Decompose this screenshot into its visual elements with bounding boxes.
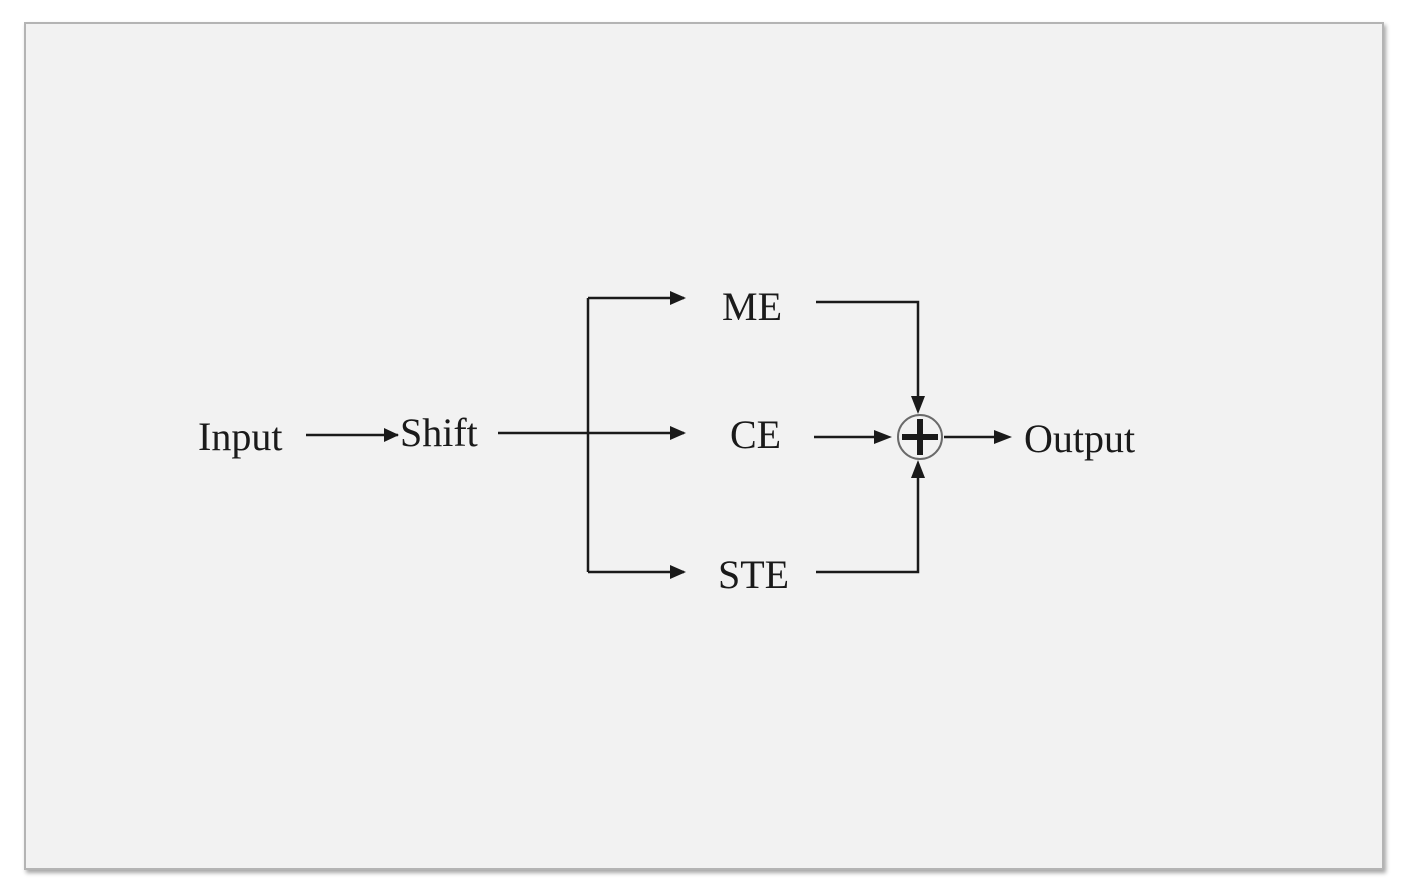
diagram-frame [24, 22, 1384, 870]
node-ste: STE [718, 552, 789, 597]
edge-me-sum [816, 300, 920, 408]
node-input: Input [198, 414, 282, 459]
arrow-shift-ce [670, 426, 686, 440]
arrow-ste-sum [911, 460, 925, 478]
edge-ste-sum [816, 466, 920, 574]
node-output: Output [1024, 416, 1135, 461]
arrow-sum-output [994, 430, 1012, 444]
node-me: ME [722, 284, 782, 329]
summing-junction-icon [897, 414, 943, 460]
node-shift: Shift [400, 410, 478, 455]
arrow-ce-sum [874, 430, 892, 444]
arrow-shift-me [670, 291, 686, 305]
arrow-me-sum [911, 396, 925, 414]
arrow-shift-ste [670, 565, 686, 579]
arrow-input-shift [384, 428, 399, 442]
node-ce: CE [730, 412, 781, 457]
